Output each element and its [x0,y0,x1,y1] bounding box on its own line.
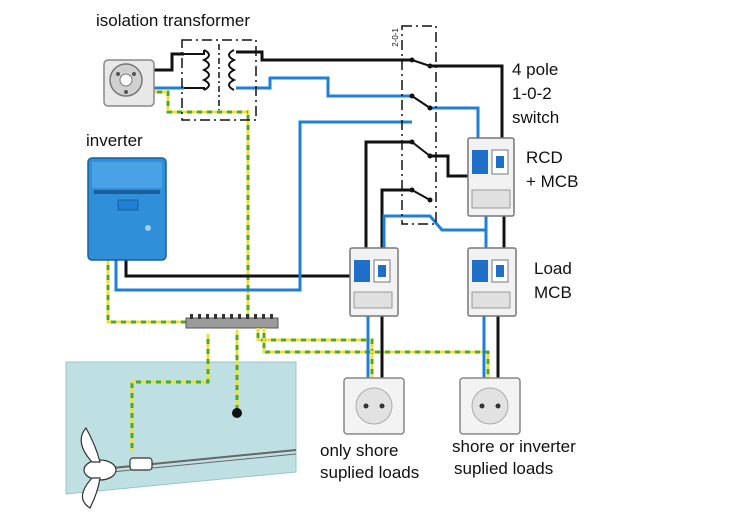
rcd-mcb-breaker [467,137,515,217]
load-mcb-label-line1: Load [534,259,572,278]
load-mcb-2 [467,247,517,317]
shore-power-plug-icon [103,59,155,107]
isolation-transformer-label: isolation transformer [96,11,250,30]
rcd-label-line2: + MCB [526,172,578,191]
shore-live-wire [148,52,184,72]
shore-inverter-label-line1: shore or inverter [452,437,576,456]
propeller-icon [80,426,297,509]
load-mcb-label-line2: MCB [534,283,572,302]
earth-busbar [185,314,279,329]
four-pole-switch [401,25,437,225]
switch-positions-label: 2-0-1 [391,27,400,46]
inverter-label: inverter [86,131,143,150]
transformer-live-out [236,50,412,62]
rcd-label-line1: RCD [526,148,563,167]
load-mcb-1 [349,247,399,317]
inverter-icon [87,157,167,261]
wall-socket-icon [459,377,521,435]
switch-live-to-mcb1 [364,140,412,250]
keel-earth-point [232,408,242,418]
inverter-neutral-out [114,120,412,292]
switch-label-line3: switch [512,108,559,127]
switch-label-line2: 1-0-2 [512,84,552,103]
switch-neutral-to-mcb1 [382,214,486,250]
shore-earth-wire [152,90,248,114]
wall-socket-icon [343,377,405,435]
transformer-neutral-out [236,76,412,98]
shore-inverter-label-line2: suplied loads [454,459,553,478]
switch-live-to-rcd [430,64,504,140]
switch-label-line1: 4 pole [512,60,558,79]
switch-neutral-to-rcd [430,106,480,140]
only-shore-label-line2: suplied loads [320,463,419,482]
isolation-transformer [181,39,257,121]
only-shore-label-line1: only shore [320,441,398,460]
